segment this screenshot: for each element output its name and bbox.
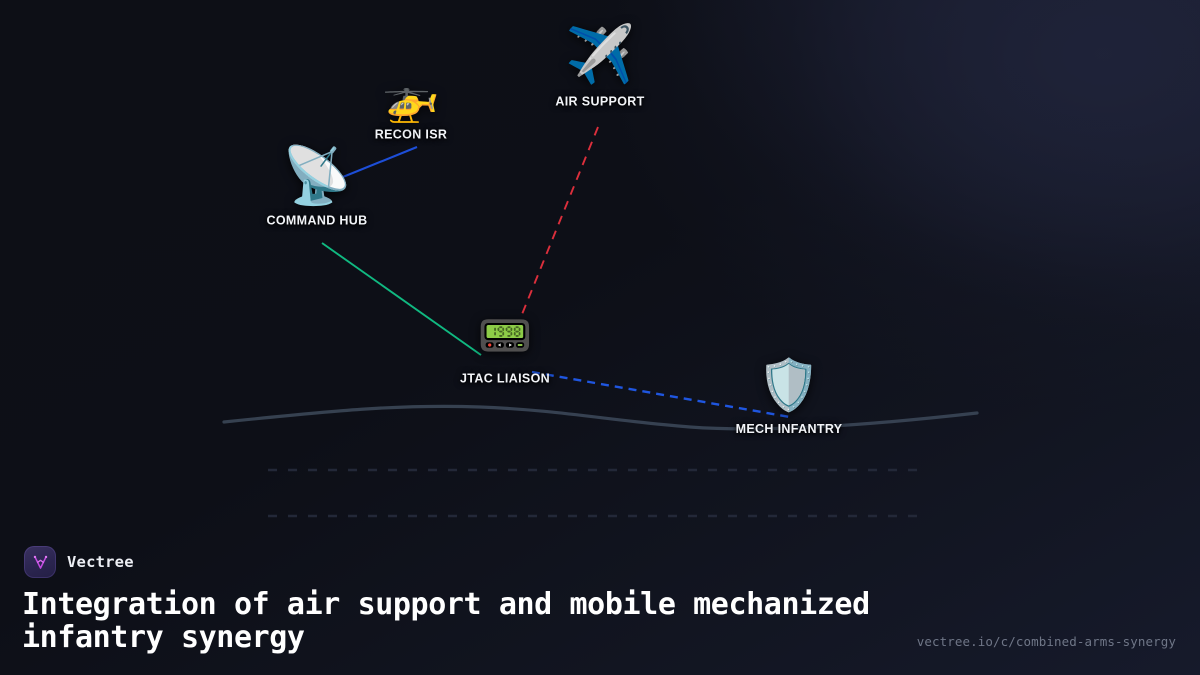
helicopter-icon: 🚁 (382, 70, 440, 125)
brand-name: Vectree (67, 553, 134, 571)
node-recon-isr[interactable]: 🚁 RECON ISR (375, 75, 448, 142)
node-air-support[interactable]: ✈️ AIR SUPPORT (555, 22, 645, 109)
edge-command-hub-to-jtac-liaison[interactable] (321, 242, 482, 356)
footer: Vectree Integration of air support and m… (0, 538, 1200, 675)
pager-icon: 📟 (477, 310, 533, 362)
node-command-hub[interactable]: 📡 COMMAND HUB (266, 143, 368, 228)
headline: Integration of air support and mobile me… (22, 587, 870, 655)
airplane-icon: ✈️ (565, 22, 635, 88)
node-jtac-liaison[interactable]: 📟 JTAC LIAISON (459, 310, 551, 386)
node-label-mech-infantry: MECH INFANTRY (735, 422, 843, 436)
satellite-dish-icon: 📡 (282, 143, 352, 209)
terrain-wave (222, 404, 979, 431)
footer-url: vectree.io/c/combined-arms-synergy (916, 634, 1176, 649)
node-label-air-support: AIR SUPPORT (555, 94, 645, 109)
node-label-recon-isr: RECON ISR (374, 127, 448, 142)
node-mech-infantry[interactable]: 🛡️ MECH INFANTRY (736, 360, 843, 436)
brand[interactable]: Vectree (24, 546, 134, 578)
node-label-jtac-liaison: JTAC LIAISON (459, 371, 551, 386)
node-label-command-hub: COMMAND HUB (266, 213, 368, 228)
vectree-tree-logo-icon (24, 546, 56, 578)
shield-icon: 🛡️ (757, 356, 821, 414)
logo-glyph (33, 555, 47, 569)
edge-air-support-to-jtac-liaison[interactable] (511, 126, 599, 340)
